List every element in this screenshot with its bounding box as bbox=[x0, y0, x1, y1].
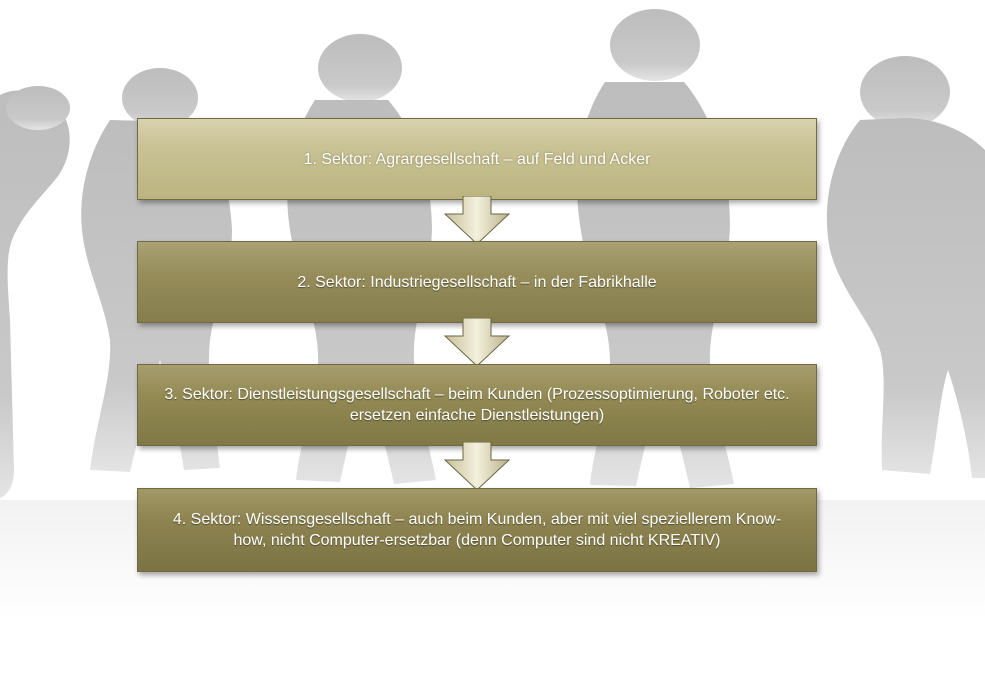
sector-4-label: 4. Sektor: Wissensgesellschaft – auch be… bbox=[172, 511, 782, 549]
down-arrow-3-icon bbox=[443, 442, 511, 491]
silhouette-modern-human-icon bbox=[826, 56, 985, 478]
sector-3-label: 3. Sektor: Dienstleistungsgesellschaft –… bbox=[164, 386, 790, 424]
down-arrow-1-icon bbox=[443, 196, 511, 245]
down-arrow-2-icon bbox=[443, 318, 511, 367]
silhouette-ape-icon bbox=[0, 86, 70, 498]
sector-2-label: 2. Sektor: Industriegesellschaft – in de… bbox=[297, 273, 657, 291]
sector-2-box: 2. Sektor: Industriegesellschaft – in de… bbox=[137, 241, 817, 323]
sector-3-box: 3. Sektor: Dienstleistungsgesellschaft –… bbox=[137, 364, 817, 446]
sector-4-box: 4. Sektor: Wissensgesellschaft – auch be… bbox=[137, 488, 817, 572]
sector-1-box: 1. Sektor: Agrargesellschaft – auf Feld … bbox=[137, 118, 817, 200]
sector-1-label: 1. Sektor: Agrargesellschaft – auf Feld … bbox=[303, 150, 651, 168]
